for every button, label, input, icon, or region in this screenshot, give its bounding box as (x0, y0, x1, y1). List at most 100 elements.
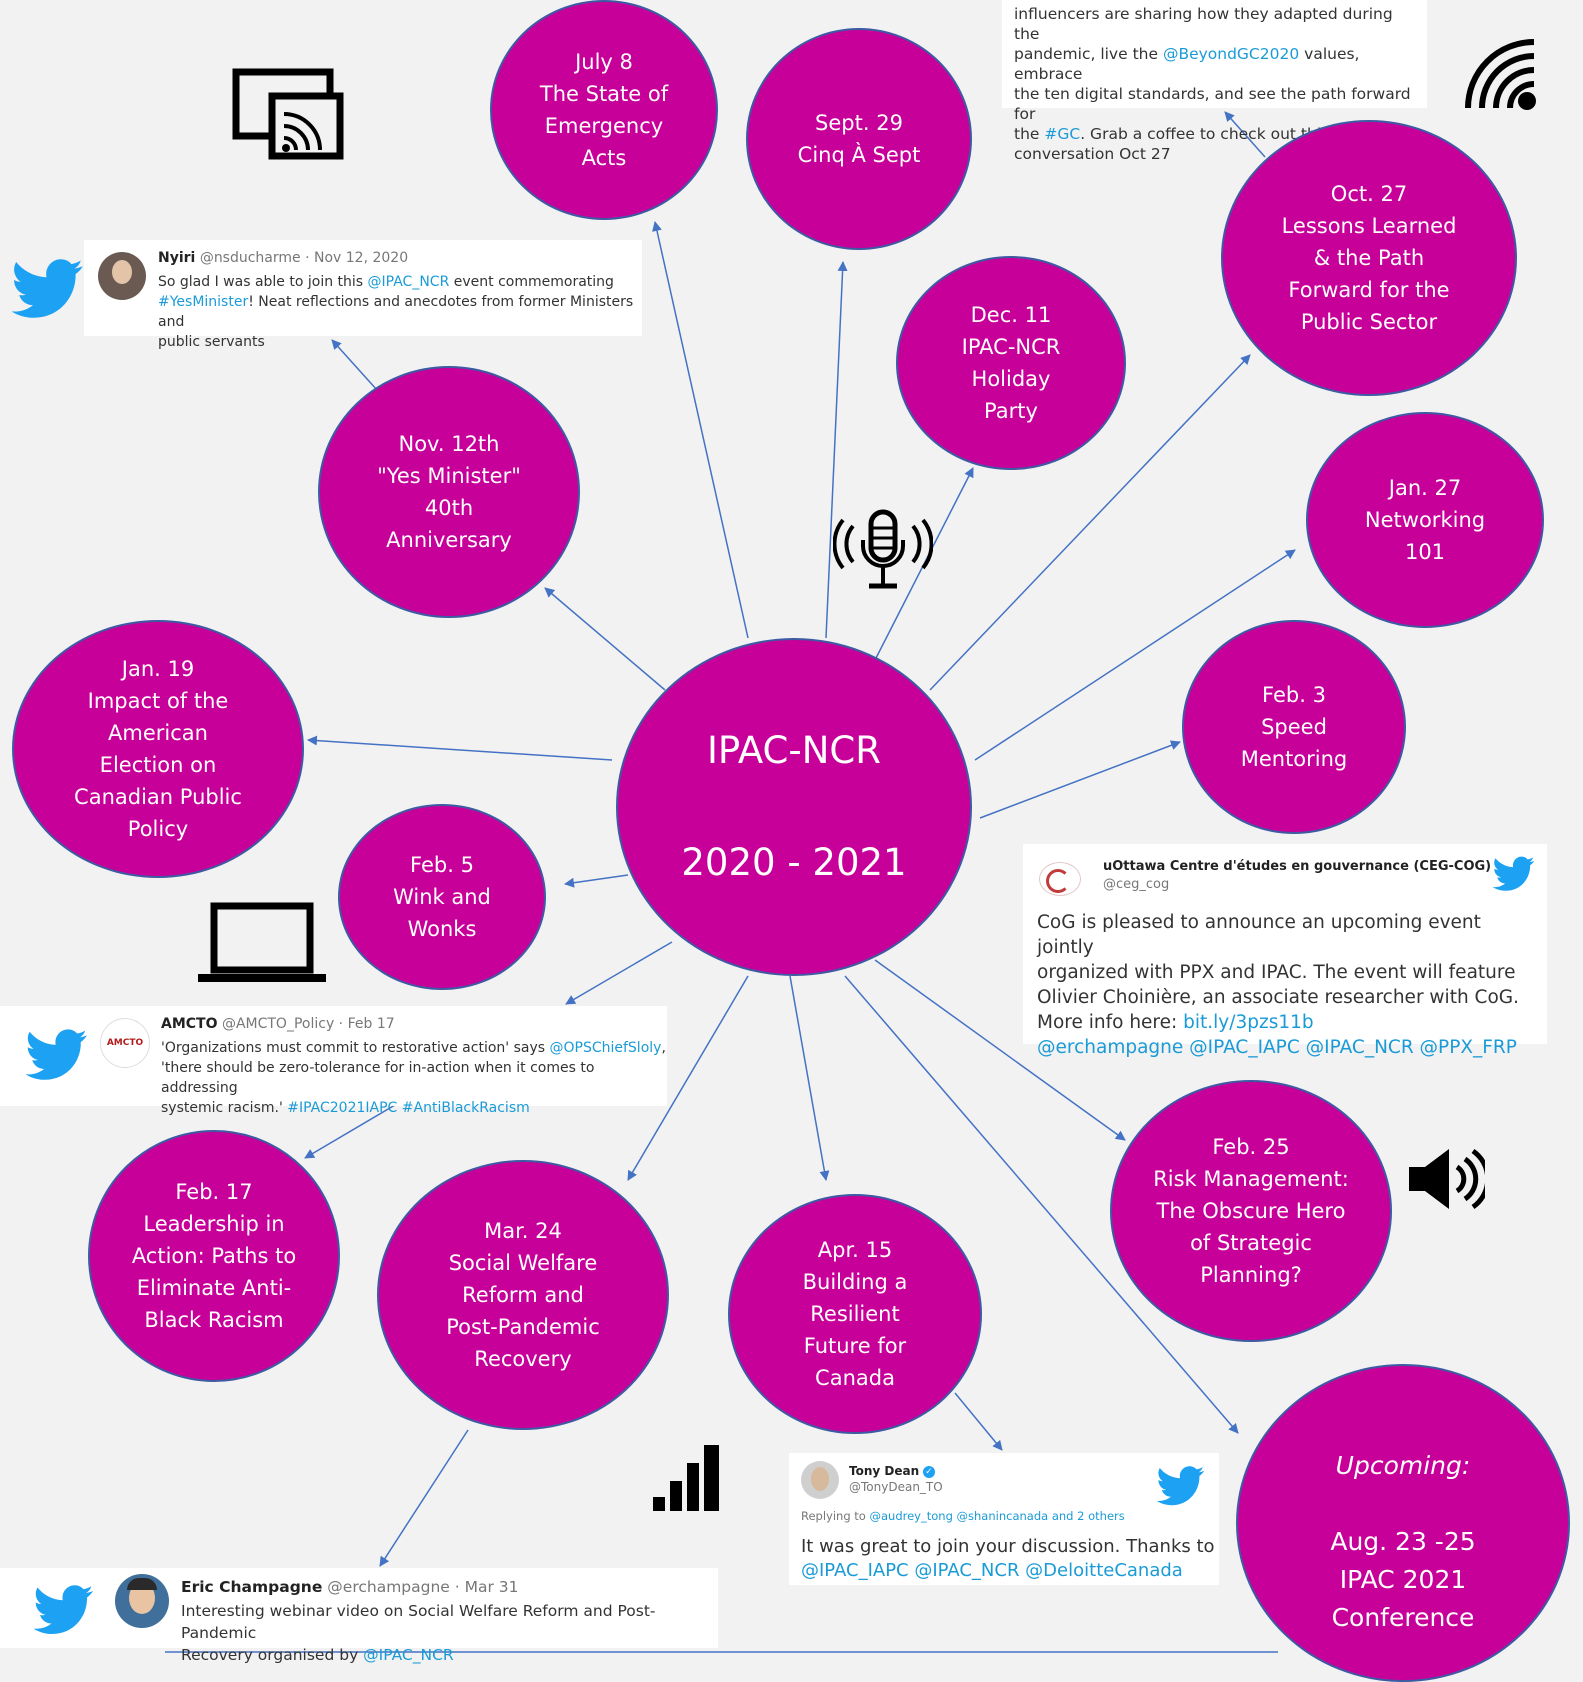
tweet-text: , (661, 1040, 666, 1056)
center-years: 2020 - 2021 (681, 841, 907, 884)
twitter-bird-icon (26, 1029, 87, 1080)
avatar (98, 252, 146, 300)
hashtag-link[interactable]: #GC (1044, 125, 1081, 143)
tweet-text-line: It was great to join your discussion. Th… (801, 1536, 1215, 1557)
tweet-text-line: Olivier Choinière, an associate research… (1037, 987, 1520, 1008)
event-label: Feb. 25 Risk Management: The Obscure Her… (1153, 1135, 1349, 1287)
event-label: Jan. 27 Networking 101 (1364, 476, 1486, 564)
event-label: Nov. 12th "Yes Minister" 40th Anniversar… (377, 432, 521, 552)
event-label: July 8 The State of Emergency Acts (539, 50, 669, 170)
tweet-text-line: Interesting webinar video on Social Welf… (181, 1602, 656, 1642)
tweet-text: Recovery organised by (181, 1646, 364, 1664)
mention-link[interactable]: @OPSChiefSloly (549, 1040, 662, 1056)
center-node-ipac-ncr[interactable]: IPAC-NCR 2020 - 2021 (616, 638, 972, 976)
avatar (801, 1461, 839, 1499)
twitter-bird-icon (1493, 856, 1535, 891)
event-node-dec11[interactable]: Dec. 11 IPAC-NCR Holiday Party (896, 256, 1126, 470)
screen-cast-icon (232, 68, 344, 160)
tweet-text: the (1014, 125, 1045, 143)
event-node-apr15[interactable]: Apr. 15 Building a Resilient Future for … (728, 1194, 982, 1434)
event-label: Feb. 3 Speed Mentoring (1240, 683, 1348, 771)
event-node-sep29[interactable]: Sept. 29 Cinq À Sept (746, 28, 972, 250)
mention-links[interactable]: @erchampagne @IPAC_IAPC @IPAC_NCR @PPX_F… (1037, 1037, 1517, 1058)
mention-link[interactable]: @IPAC_NCR (367, 274, 450, 290)
tweet-text: values, embrace (1014, 45, 1360, 83)
tweet-text-line: conversation Oct 27 (1014, 145, 1171, 163)
hashtag-link[interactable]: #YesMinister (158, 294, 249, 310)
tweet-text-line: the ten digital standards, and see the p… (1014, 85, 1411, 123)
tweet-author-meta: @erchampagne · Mar 31 (327, 1578, 519, 1596)
tweet-author-meta: @AMCTO_Policy · Feb 17 (221, 1016, 395, 1032)
event-node-upcoming-conference[interactable]: Upcoming: Aug. 23 -25 IPAC 2021 Conferen… (1236, 1364, 1570, 1682)
tweet-author-name[interactable]: AMCTO (161, 1016, 218, 1032)
speaker-icon (1409, 1148, 1485, 1210)
tweet-text-line: influencers are sharing how they adapted… (1014, 5, 1393, 43)
wifi-signal-icon (1465, 39, 1536, 110)
tweet-author-handle: @TonyDean_TO (849, 1480, 943, 1494)
hashtag-link[interactable]: #AntiBlackRacism (401, 1100, 530, 1116)
url-link[interactable]: bit.ly/3pzs11b (1183, 1012, 1314, 1033)
tweet-text: pandemic, live the (1014, 45, 1163, 63)
event-node-mar24[interactable]: Mar. 24 Social Welfare Reform and Post-P… (377, 1160, 669, 1430)
tweet-author-name[interactable]: Nyiri (158, 250, 196, 266)
hashtag-link[interactable]: #IPAC2021IAPC (287, 1100, 398, 1116)
avatar (115, 1574, 169, 1628)
twitter-bird-icon (12, 259, 83, 318)
event-node-feb5[interactable]: Feb. 5 Wink and Wonks (338, 804, 546, 990)
event-label: Jan. 19 Impact of the American Election … (74, 657, 242, 841)
verified-badge-icon: ✓ (922, 1465, 935, 1478)
tweet-text: 'Organizations must commit to restorativ… (161, 1040, 550, 1056)
microphone-icon (833, 509, 933, 589)
tweet-nyiri-card[interactable]: Nyiri @nsducharme · Nov 12, 2020 So glad… (84, 240, 642, 350)
event-label: Oct. 27 Lessons Learned & the Path Forwa… (1281, 182, 1457, 334)
tweet-author-name[interactable]: Eric Champagne (181, 1578, 323, 1596)
tweet-beyondgc-card[interactable]: influencers are sharing how they adapted… (1002, 0, 1427, 163)
replying-tail[interactable]: and 2 others (1048, 1509, 1125, 1523)
ceg-cog-logo (1039, 862, 1081, 896)
tweet-text-line: organized with PPX and IPAC. The event w… (1037, 962, 1516, 983)
tweet-author-handle: @ceg_cog (1103, 877, 1170, 892)
twitter-bird-icon (1157, 1466, 1205, 1506)
event-node-oct27[interactable]: Oct. 27 Lessons Learned & the Path Forwa… (1221, 120, 1517, 396)
tweet-text: event commemorating (449, 274, 614, 290)
event-label: Apr. 15 Building a Resilient Future for … (802, 1238, 908, 1390)
event-label: Feb. 5 Wink and Wonks (393, 853, 491, 941)
event-node-feb3[interactable]: Feb. 3 Speed Mentoring (1182, 620, 1406, 834)
signal-bars-icon (653, 1445, 719, 1511)
tweet-text-line: CoG is pleased to announce an upcoming e… (1037, 912, 1481, 958)
tweet-amcto-card[interactable]: AMCTO AMCTO @AMCTO_Policy · Feb 17 'Orga… (0, 1006, 667, 1116)
tweet-text: So glad I was able to join this (158, 274, 368, 290)
laptop-icon (198, 902, 326, 982)
tweet-ceg-cog-card[interactable]: uOttawa Centre d'études en gouvernance (… (1023, 844, 1547, 1058)
tweet-text-line: 'there should be zero-tolerance for in-a… (161, 1060, 595, 1096)
event-node-jan19[interactable]: Jan. 19 Impact of the American Election … (12, 620, 304, 878)
tweet-text: systemic racism.' (161, 1100, 288, 1116)
event-label: Mar. 24 Social Welfare Reform and Post-P… (446, 1219, 600, 1371)
event-label: Dec. 11 IPAC-NCR Holiday Party (961, 303, 1061, 423)
event-node-jan27[interactable]: Jan. 27 Networking 101 (1306, 412, 1544, 628)
event-label: Aug. 23 -25 IPAC 2021 Conference (1330, 1527, 1476, 1632)
mention-link[interactable]: @IPAC_NCR (363, 1646, 454, 1664)
mention-link[interactable]: @BeyondGC2020 (1162, 45, 1300, 63)
tweet-author-name[interactable]: Tony Dean (849, 1464, 920, 1478)
replying-label: Replying to (801, 1509, 870, 1523)
tweet-author-name[interactable]: uOttawa Centre d'études en gouvernance (… (1103, 859, 1492, 874)
upcoming-label: Upcoming: (1335, 1451, 1471, 1480)
mention-links[interactable]: @IPAC_IAPC @IPAC_NCR @DeloitteCanada (801, 1560, 1183, 1581)
center-title: IPAC-NCR (707, 729, 881, 772)
tweet-eric-card[interactable]: Eric Champagne @erchampagne · Mar 31 Int… (0, 1568, 718, 1664)
tweet-author-meta: @nsducharme · Nov 12, 2020 (199, 250, 409, 266)
event-node-nov12[interactable]: Nov. 12th "Yes Minister" 40th Anniversar… (318, 366, 580, 618)
event-node-jul8[interactable]: July 8 The State of Emergency Acts (490, 0, 718, 220)
event-label: Feb. 17 Leadership in Action: Paths to E… (131, 1180, 297, 1332)
amcto-logo: AMCTO (100, 1018, 150, 1068)
mention-links[interactable]: @audrey_tong @shanincanada (869, 1509, 1049, 1523)
event-node-feb17[interactable]: Feb. 17 Leadership in Action: Paths to E… (88, 1130, 340, 1382)
tweet-tony-card[interactable]: Tony Dean ✓ @TonyDean_TO Replying to @au… (789, 1453, 1219, 1585)
tweet-text-line: public servants (158, 334, 265, 350)
tweet-text: ! Neat reflections and anecdotes from fo… (158, 294, 634, 330)
twitter-bird-icon (34, 1585, 93, 1634)
event-node-feb25[interactable]: Feb. 25 Risk Management: The Obscure Her… (1110, 1080, 1392, 1342)
tweet-text: More info here: (1037, 1012, 1184, 1033)
